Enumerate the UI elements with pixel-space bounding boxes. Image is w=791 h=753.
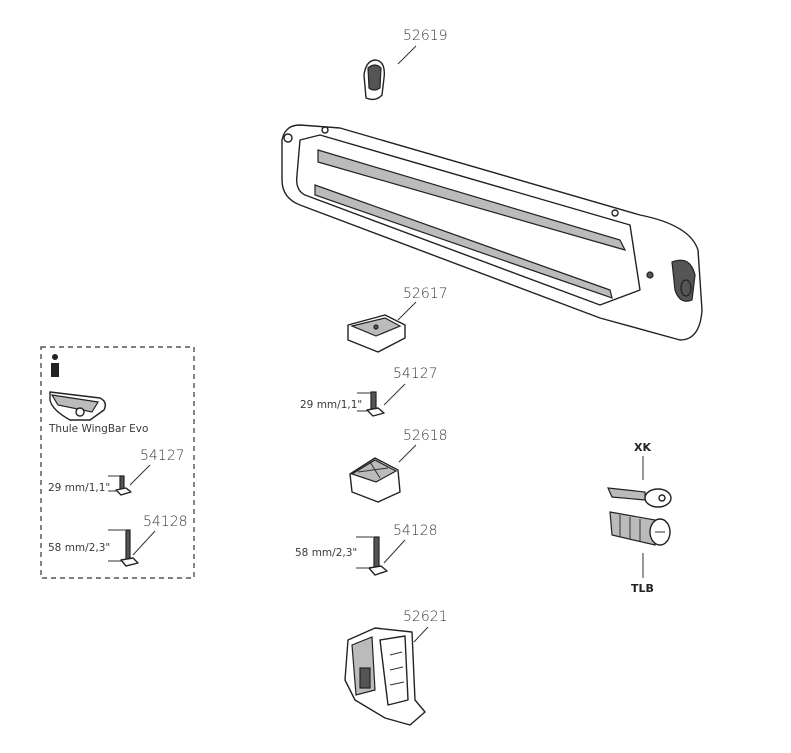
key-icon <box>607 487 672 508</box>
label-52618: 52618 <box>403 428 448 444</box>
label-key-xk: XK <box>634 441 651 454</box>
label-cylinder-tlb: TLB <box>631 582 654 595</box>
bracket-part-52621 <box>344 626 429 726</box>
ski-carrier-bar <box>281 124 703 341</box>
info-dimension-29mm: 29 mm/1,1" <box>48 482 110 494</box>
info-icon <box>51 354 59 377</box>
label-54128: 54128 <box>393 523 438 539</box>
info-box: Thule WingBar Evo 54127 29 mm/1,1" 54128… <box>40 346 195 579</box>
knob-part-52619 <box>363 45 417 101</box>
wingbar-evo-image <box>49 391 107 421</box>
wingbar-evo-label: Thule WingBar Evo <box>48 423 148 435</box>
label-52617: 52617 <box>403 286 448 302</box>
label-54127: 54127 <box>393 366 438 382</box>
info-label-54127: 54127 <box>140 448 185 464</box>
pad-part-52617 <box>347 301 417 353</box>
lock-cylinder-icon <box>609 511 671 546</box>
pad-part-52618 <box>349 444 417 503</box>
label-52619: 52619 <box>403 28 448 44</box>
info-label-54128: 54128 <box>143 514 188 530</box>
label-52621: 52621 <box>403 609 448 625</box>
bolt-part-54127 <box>357 383 406 417</box>
bolt-part-54128 <box>356 536 406 576</box>
dimension-58mm: 58 mm/2,3" <box>295 547 357 559</box>
dimension-29mm: 29 mm/1,1" <box>300 399 362 411</box>
info-dimension-58mm: 58 mm/2,3" <box>48 542 110 554</box>
